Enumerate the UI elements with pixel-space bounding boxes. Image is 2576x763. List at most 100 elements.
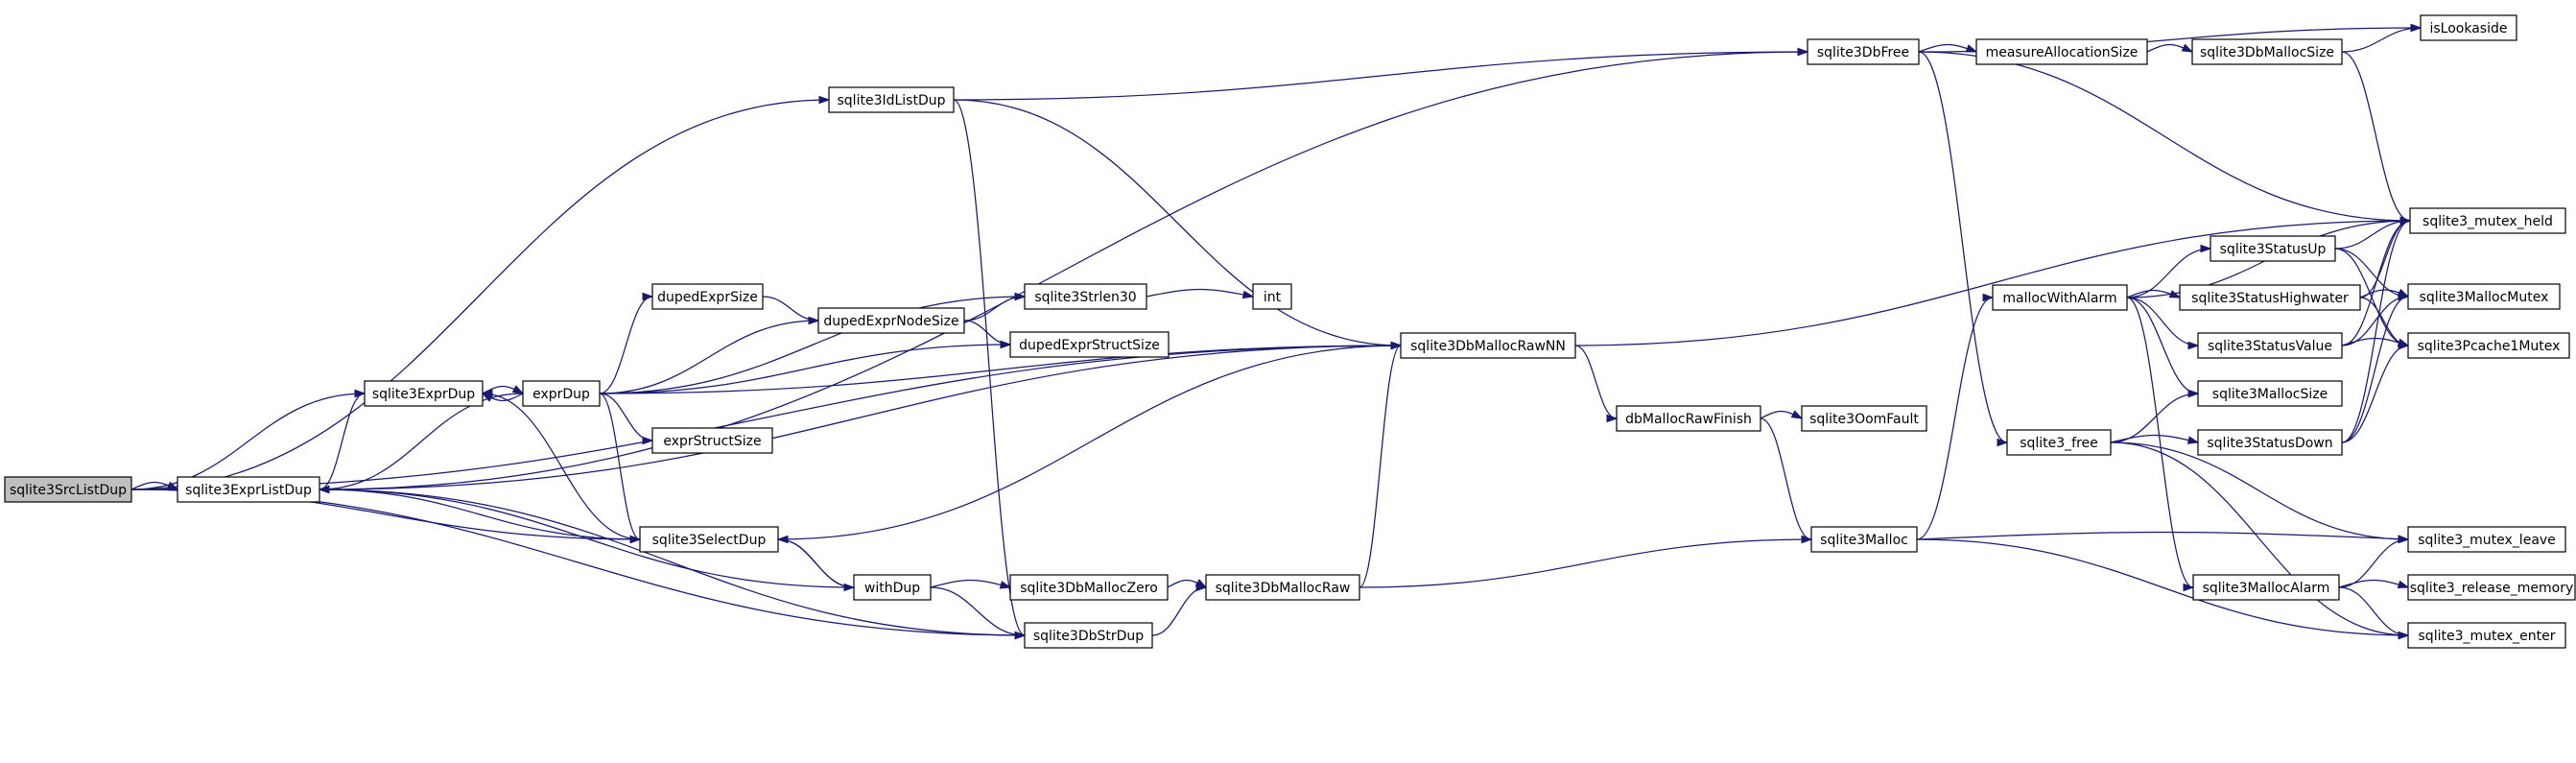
edge-sqlite3ExprListDup-to-sqlite3DbMallocRawNN (319, 341, 1403, 490)
edge-sqlite3Malloc-to-sqlite3_mutex_leave (1916, 531, 2410, 543)
node-sqlite3SrcListDup[interactable]: sqlite3SrcListDup (4, 476, 132, 503)
node-dupedExprSize[interactable]: dupedExprSize (651, 283, 764, 310)
edge-line (2341, 27, 2422, 53)
edge-line (777, 538, 855, 588)
node-label: sqlite3DbMallocRawNN (1410, 339, 1566, 354)
node-box (2407, 526, 2566, 553)
node-dupedExprStructSize[interactable]: dupedExprStructSize (1009, 331, 1170, 358)
node-int[interactable]: int (1252, 283, 1292, 310)
arrow-head (642, 292, 654, 301)
node-sqlite3DbMallocRawNN[interactable]: sqlite3DbMallocRawNN (1400, 332, 1576, 359)
node-sqlite3IdListDup[interactable]: sqlite3IdListDup (828, 86, 955, 113)
edge-sqlite3_free-to-sqlite3_mutex_leave (2110, 441, 2410, 544)
edge-line (319, 393, 366, 490)
arrow-head (1997, 438, 2009, 447)
node-box (2191, 38, 2343, 65)
node-sqlite3Malloc[interactable]: sqlite3Malloc (1810, 526, 1918, 553)
edge-line (2341, 296, 2409, 443)
node-box (2197, 380, 2343, 407)
node-withDup[interactable]: withDup (853, 574, 932, 601)
node-label: sqlite3StatusUp (2220, 242, 2327, 257)
edge-line (130, 99, 830, 490)
node-box (1810, 526, 1918, 553)
node-sqlite3DbMallocRaw[interactable]: sqlite3DbMallocRaw (1205, 574, 1360, 601)
node-sqlite3SelectDup[interactable]: sqlite3SelectDup (639, 526, 779, 553)
edge-exprDup-to-dupedExprStructSize (599, 340, 1012, 394)
edge-sqlite3IdListDup-to-sqlite3DbStrDup (953, 99, 1027, 640)
edge-line (319, 489, 641, 540)
node-label: mallocWithAlarm (2002, 291, 2116, 306)
edge-sqlite3ExprDup-to-exprDup (482, 385, 525, 394)
edge-layer (130, 23, 2422, 640)
node-label: exprDup (532, 387, 590, 402)
node-dbMallocRawFinish[interactable]: dbMallocRawFinish (1616, 405, 1761, 432)
edge-line (1359, 538, 1812, 588)
node-isLookaside[interactable]: isLookaside (2420, 14, 2517, 41)
node-sqlite3ExprDup[interactable]: sqlite3ExprDup (364, 380, 484, 407)
edge-line (762, 296, 819, 322)
node-sqlite3Pcache1Mutex[interactable]: sqlite3Pcache1Mutex (2407, 332, 2570, 359)
node-sqlite3MallocSize[interactable]: sqlite3MallocSize (2197, 380, 2343, 407)
node-label: withDup (864, 581, 920, 596)
node-sqlite3StatusValue[interactable]: sqlite3StatusValue (2197, 332, 2343, 359)
node-sqlite3_free[interactable]: sqlite3_free (2006, 429, 2112, 456)
arrow-head (776, 535, 789, 544)
node-measureAllocationSize[interactable]: measureAllocationSize (1975, 38, 2148, 65)
node-sqlite3DbMallocSize[interactable]: sqlite3DbMallocSize (2191, 38, 2343, 65)
node-label: sqlite3DbMallocZero (1020, 581, 1158, 596)
arrow-head (2187, 341, 2200, 350)
edge-line (2341, 220, 2411, 443)
arrow-head (1390, 341, 1403, 350)
node-exprStructSize[interactable]: exprStructSize (651, 427, 773, 454)
edge-sqlite3DbMallocSize-to-sqlite3_mutex_held (2341, 51, 2412, 226)
edge-line (1918, 51, 2008, 443)
edge-sqlite3MallocAlarm-to-sqlite3_mutex_enter (2338, 586, 2410, 640)
node-sqlite3DbStrDup[interactable]: sqlite3DbStrDup (1024, 622, 1153, 649)
node-sqlite3DbMallocZero[interactable]: sqlite3DbMallocZero (1009, 574, 1169, 601)
node-box (828, 86, 955, 113)
arrow-head (1801, 535, 1813, 544)
node-label: sqlite3_mutex_enter (2419, 629, 2556, 644)
node-sqlite3StatusUp[interactable]: sqlite3StatusUp (2210, 235, 2336, 262)
edge-line (2338, 586, 2409, 636)
edge-sqlite3Malloc-to-mallocWithAlarm (1916, 293, 1995, 540)
node-sqlite3_release_memory[interactable]: sqlite3_release_memory (2407, 574, 2576, 601)
edge-sqlite3SrcListDup-to-sqlite3DbMallocRawNN (130, 341, 1403, 490)
node-label: sqlite3DbMallocSize (2200, 45, 2334, 60)
edge-dupedExprNodeSize-to-dupedExprStructSize (963, 320, 1012, 349)
node-box (1400, 332, 1576, 359)
edge-line (1574, 220, 2411, 346)
arrow-head (1014, 631, 1027, 640)
node-sqlite3MallocAlarm[interactable]: sqlite3MallocAlarm (2192, 574, 2340, 601)
node-label: dupedExprSize (657, 290, 758, 305)
node-sqlite3StatusDown[interactable]: sqlite3StatusDown (2197, 429, 2343, 456)
node-exprDup[interactable]: exprDup (522, 380, 601, 407)
edge-line (953, 99, 1402, 346)
arrow-head (2200, 244, 2212, 253)
node-dupedExprNodeSize[interactable]: dupedExprNodeSize (817, 307, 965, 334)
node-box (853, 574, 932, 601)
edge-line (319, 489, 1026, 636)
edge-sqlite3IdListDup-to-sqlite3DbMallocRawNN (953, 99, 1403, 350)
node-box (2006, 429, 2112, 456)
node-sqlite3_mutex_leave[interactable]: sqlite3_mutex_leave (2407, 526, 2566, 553)
arrow-head (1195, 583, 1208, 592)
node-label: sqlite3StatusDown (2207, 436, 2332, 451)
node-sqlite3ExprListDup[interactable]: sqlite3ExprListDup (177, 476, 320, 503)
edge-exprDup-to-sqlite3SelectDup (599, 393, 642, 544)
node-sqlite3Strlen30[interactable]: sqlite3Strlen30 (1024, 283, 1147, 310)
edge-exprDup-to-exprStructSize (599, 393, 654, 445)
node-sqlite3_mutex_held[interactable]: sqlite3_mutex_held (2409, 207, 2566, 234)
node-sqlite3DbFree[interactable]: sqlite3DbFree (1807, 38, 1920, 65)
node-box (1807, 38, 1920, 65)
node-box (177, 476, 320, 503)
edge-withDup-to-sqlite3DbMallocZero (930, 579, 1012, 589)
node-sqlite3OomFault[interactable]: sqlite3OomFault (1801, 405, 1927, 432)
node-box (2407, 574, 2576, 601)
node-sqlite3StatusHighwater[interactable]: sqlite3StatusHighwater (2179, 284, 2361, 311)
node-mallocWithAlarm[interactable]: mallocWithAlarm (1992, 284, 2128, 311)
node-sqlite3MallocMutex[interactable]: sqlite3MallocMutex (2407, 283, 2561, 310)
node-sqlite3_mutex_enter[interactable]: sqlite3_mutex_enter (2407, 622, 2566, 649)
node-label: sqlite3DbStrDup (1033, 629, 1144, 644)
edge-line (319, 393, 524, 490)
